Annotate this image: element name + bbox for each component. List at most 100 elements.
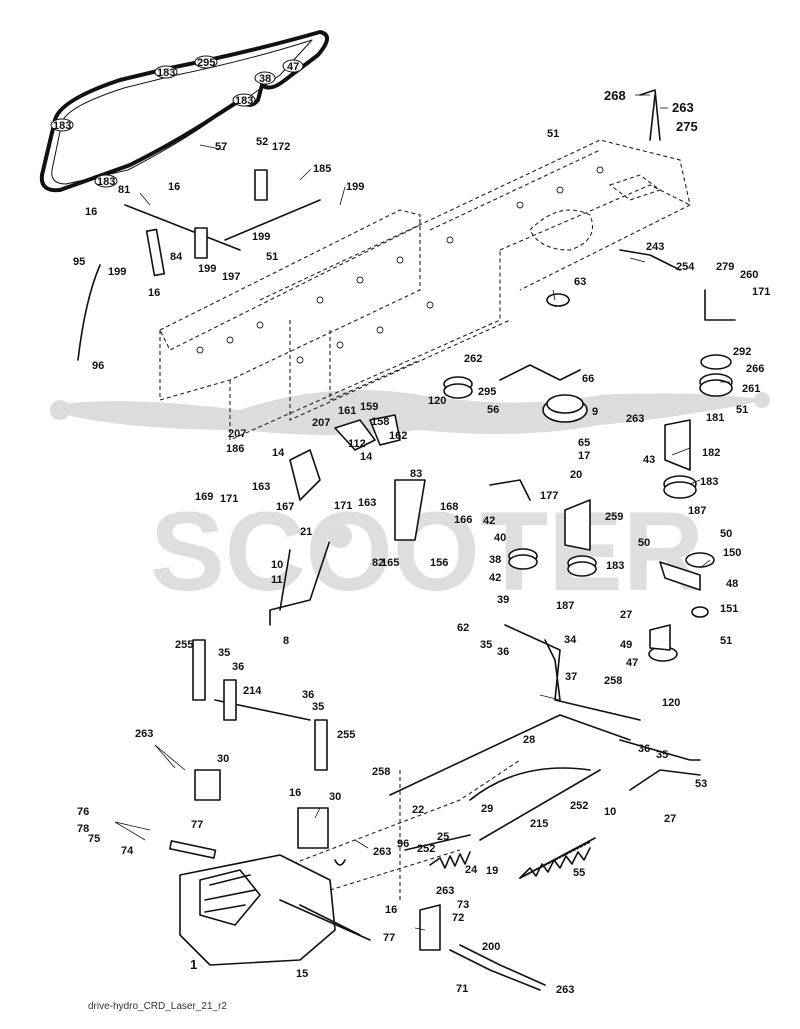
label-77: 77 [383,932,395,944]
transaxle [169,840,371,966]
label-163: 163 [252,481,270,493]
label-82: 82 [372,557,384,569]
label-161: 161 [338,405,356,417]
label-36: 36 [302,689,314,701]
label-30: 30 [217,753,229,765]
part-labels: 57 81 16 16 52 172 185 199 199 199 199 8… [73,88,770,996]
label-14: 14 [272,447,285,459]
label-50: 50 [638,537,650,549]
label-187: 187 [688,505,706,517]
belt-label-295: 295 [197,57,215,69]
label-268: 268 [604,88,626,103]
label-207: 207 [312,417,330,429]
label-43: 43 [643,454,655,466]
label-183: 183 [606,560,624,572]
label-77: 77 [191,819,203,831]
label-275: 275 [676,119,698,134]
label-96: 96 [397,838,409,850]
label-8: 8 [283,635,289,647]
label-150: 150 [723,547,741,559]
label-83: 83 [410,468,422,480]
label-162: 162 [389,430,407,442]
label-16: 16 [168,181,180,193]
label-11: 11 [271,574,283,586]
label-252: 252 [570,800,588,812]
label-35: 35 [656,749,668,761]
label-243: 243 [646,241,664,253]
label-255: 255 [337,729,355,741]
label-263: 263 [626,413,644,425]
label-197: 197 [222,271,240,283]
label-39: 39 [497,594,509,606]
label-36: 36 [638,743,650,755]
label-35: 35 [312,701,324,713]
label-252: 252 [417,843,435,855]
label-165: 165 [381,557,399,569]
label-187: 187 [556,600,574,612]
label-168: 168 [440,501,458,513]
label-185: 185 [313,163,331,175]
leader-lines [114,94,730,931]
label-260: 260 [740,269,758,281]
label-186: 186 [226,443,244,455]
label-254: 254 [676,261,695,273]
label-22: 22 [412,804,424,816]
label-42: 42 [489,572,501,584]
label-200: 200 [482,941,500,953]
label-21: 21 [300,526,312,538]
watermark: SCOOTER [50,390,770,614]
label-73: 73 [457,899,469,911]
label-62: 62 [457,622,469,634]
label-171: 171 [334,500,352,512]
label-30: 30 [329,791,341,803]
label-120: 120 [662,697,680,709]
label-14: 14 [360,451,373,463]
belt-label-38: 38 [259,73,271,85]
label-9: 9 [592,406,598,418]
label-37: 37 [565,671,577,683]
label-199: 199 [252,231,270,243]
label-158: 158 [371,416,389,428]
label-258: 258 [604,675,622,687]
label-214: 214 [243,685,262,697]
label-177: 177 [540,490,558,502]
label-55: 55 [573,867,585,879]
label-159: 159 [360,401,378,413]
label-16: 16 [85,206,97,218]
label-292: 292 [733,346,751,358]
label-263: 263 [436,885,454,897]
label-56: 56 [487,404,499,416]
label-120: 120 [428,395,446,407]
label-17: 17 [578,450,590,462]
label-16: 16 [385,904,397,916]
diagram-caption: drive-hydro_CRD_Laser_21_r2 [88,1001,227,1012]
label-27: 27 [664,813,676,825]
label-72: 72 [452,912,464,924]
pulleys [328,293,733,662]
label-24: 24 [465,864,478,876]
label-263: 263 [672,100,694,115]
label-51: 51 [266,251,278,263]
label-20: 20 [570,469,582,481]
label-35: 35 [218,647,230,659]
label-166: 166 [454,514,472,526]
label-40: 40 [494,532,506,544]
label-35: 35 [480,639,492,651]
label-28: 28 [523,734,535,746]
label-81: 81 [118,184,130,196]
label-279: 279 [716,261,734,273]
label-29: 29 [481,803,493,815]
label-66: 66 [582,373,594,385]
label-51: 51 [720,635,732,647]
label-169: 169 [195,491,213,503]
label-19: 19 [486,865,498,877]
label-36: 36 [497,646,509,658]
label-51: 51 [736,404,748,416]
watermark-text: SCOOTER [150,489,704,614]
label-156: 156 [430,557,448,569]
label-172: 172 [272,141,290,153]
label-57: 57 [215,141,227,153]
label-49: 49 [620,639,632,651]
belt-labels: 183 183 295 38 47 183 183 183 [50,55,304,188]
